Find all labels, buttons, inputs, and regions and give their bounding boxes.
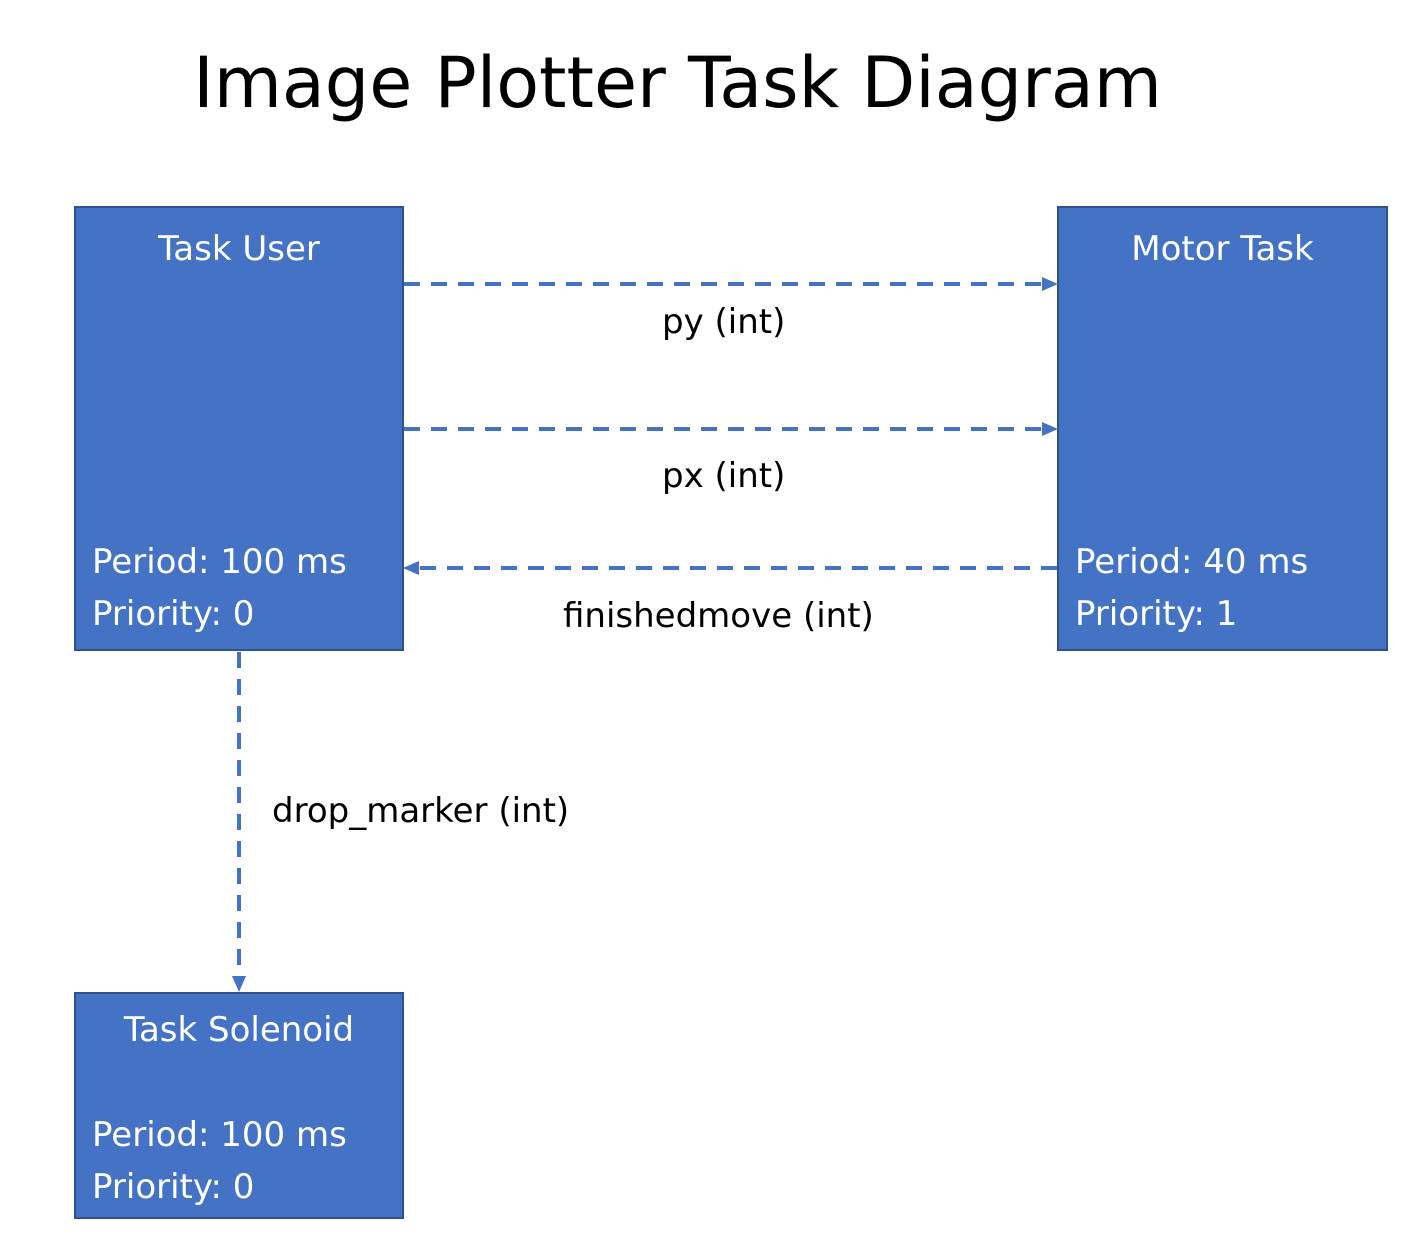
task-user-period: Period: 100 ms <box>92 542 347 582</box>
px-label: px (int) <box>662 456 786 496</box>
drop-marker-label: drop_marker (int) <box>272 791 570 831</box>
task-user-box: Task User Period: 100 ms Priority: 0 <box>74 206 404 651</box>
motor-task-period: Period: 40 ms <box>1075 542 1309 582</box>
px-arrowhead <box>1042 422 1058 436</box>
py-arrowhead <box>1042 277 1058 291</box>
motor-task-name: Motor Task <box>1131 229 1314 269</box>
motor-task-box: Motor Task Period: 40 ms Priority: 1 <box>1057 206 1388 651</box>
drop-marker-arrowhead <box>232 976 246 992</box>
task-solenoid-period: Period: 100 ms <box>92 1115 347 1155</box>
py-label: py (int) <box>662 302 786 342</box>
task-solenoid-name: Task Solenoid <box>123 1010 355 1050</box>
finishedmove-label: finishedmove (int) <box>563 596 874 636</box>
task-user-name: Task User <box>158 229 320 269</box>
diagram-title: Image Plotter Task Diagram <box>193 42 1162 124</box>
task-solenoid-box: Task Solenoid Period: 100 ms Priority: 0 <box>74 992 404 1219</box>
task-user-priority: Priority: 0 <box>92 594 255 634</box>
finishedmove-arrowhead <box>403 561 419 575</box>
motor-task-priority: Priority: 1 <box>1075 594 1238 634</box>
task-solenoid-priority: Priority: 0 <box>92 1167 255 1207</box>
